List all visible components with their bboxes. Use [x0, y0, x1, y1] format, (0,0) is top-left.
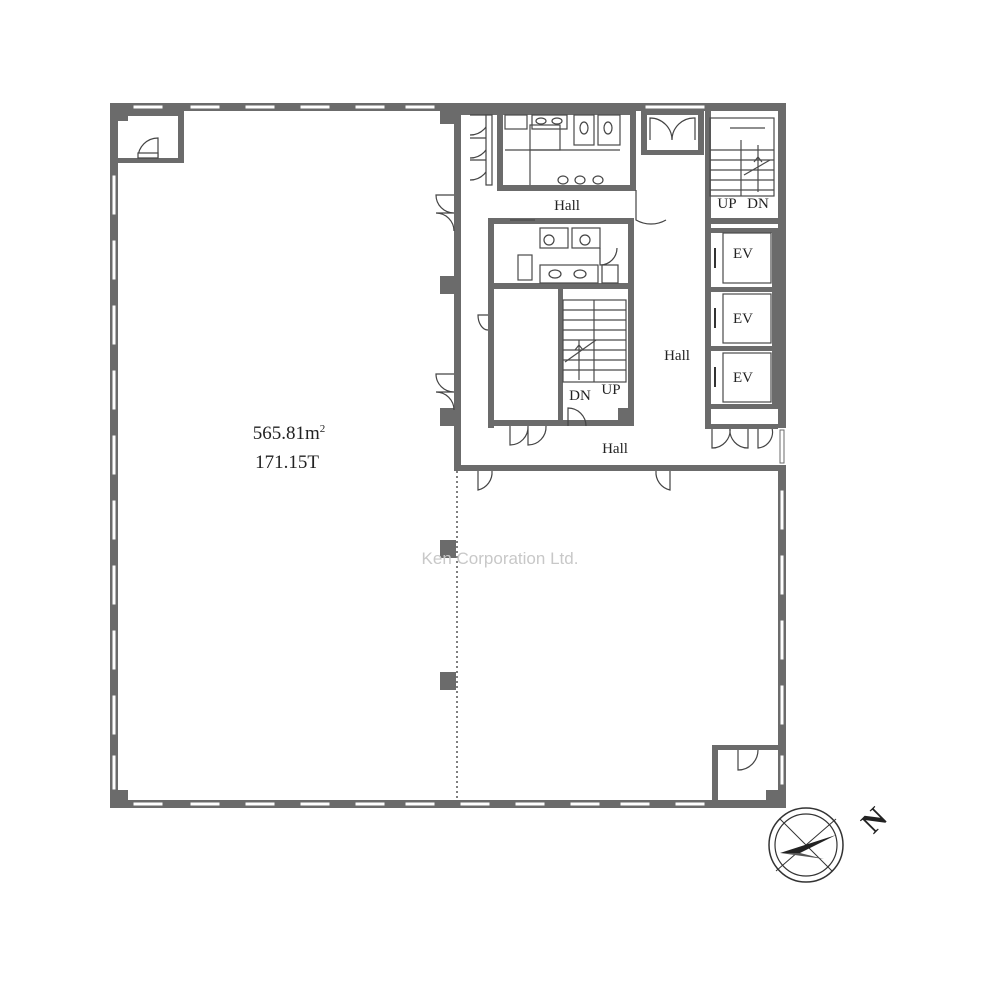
ev-label-2: EV: [733, 311, 753, 327]
hall-label-mid: Hall: [664, 348, 690, 364]
shaft-bottom-right: [712, 745, 778, 805]
stair-middle: [494, 283, 634, 426]
door-elevator-bottom: [711, 427, 774, 449]
hall-label-top: Hall: [554, 198, 580, 214]
stair-right-up-label: UP: [717, 196, 736, 212]
elevators: [711, 228, 778, 409]
door-south-left: [477, 470, 493, 491]
door-core-bottom: [509, 425, 547, 446]
restroom-lower: [488, 218, 634, 428]
ev-label-3: EV: [733, 370, 753, 386]
area-sqm: 565.81m2: [253, 423, 326, 444]
door-core-left: [477, 314, 489, 331]
compass-north-label: N: [855, 801, 894, 840]
stair-right-dn-label: DN: [747, 196, 769, 212]
door-core-west-2: [435, 373, 455, 411]
area-tsubo: 171.15T: [255, 452, 319, 473]
windows: [111, 104, 785, 807]
door-south-right: [655, 470, 671, 491]
door-core-west-1: [435, 194, 455, 232]
stair-right: [709, 117, 775, 197]
ev-label-1: EV: [733, 246, 753, 262]
door-stair-bottom: [567, 407, 587, 427]
outer-walls: [110, 103, 786, 808]
restroom-upper: [461, 110, 636, 191]
shaft-top-left: [118, 111, 184, 163]
right-core: [641, 110, 778, 428]
watermark: Ken Corporation Ltd.: [422, 549, 579, 568]
hall-label-bottom: Hall: [602, 441, 628, 457]
door-hall-top: [635, 190, 667, 225]
stair-middle-dn-label: DN: [569, 388, 591, 404]
stair-middle-up-label: UP: [601, 382, 620, 398]
compass: [768, 807, 844, 883]
